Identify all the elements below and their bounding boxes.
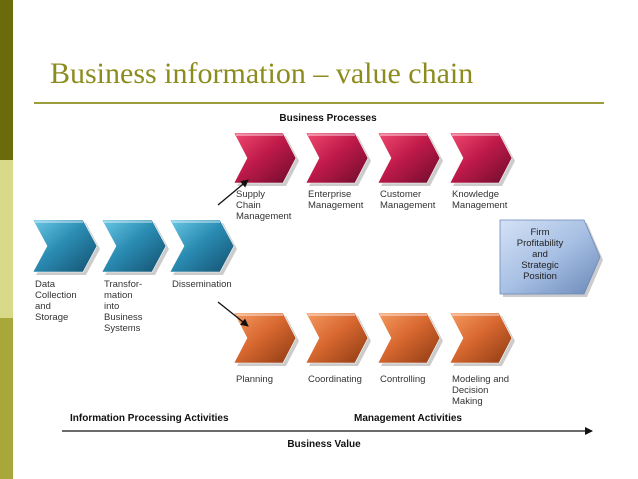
management-activity-chevron [233, 312, 299, 366]
processing-step-chevron [169, 219, 237, 275]
title-underline [34, 102, 604, 104]
management-activity-label: Coordinating [308, 374, 362, 385]
business-value-label: Business Value [287, 439, 361, 450]
processing-step-label: Dissemination [172, 279, 232, 290]
management-activity-chevron [449, 312, 515, 366]
business-process-chevron [305, 132, 371, 186]
management-activities-label: Management Activities [354, 413, 462, 424]
management-activity-label: Planning [236, 374, 273, 385]
management-activity-chevron [377, 312, 443, 366]
management-activity-label: Controlling [380, 374, 425, 385]
sidebar-block-bottom [0, 318, 13, 479]
business-processes-header: Business Processes [279, 113, 377, 124]
processing-step-chevron [32, 219, 100, 275]
firm-profitability-box [499, 219, 603, 297]
business-process-chevron [377, 132, 443, 186]
arrow-to-management-activities [217, 301, 249, 327]
sidebar-block-top [0, 0, 13, 160]
business-process-chevron [233, 132, 299, 186]
business-process-chevron [449, 132, 515, 186]
processing-step-chevron [101, 219, 169, 275]
management-activity-chevron [305, 312, 371, 366]
information-processing-label: Information Processing Activities [70, 413, 229, 424]
arrow-to-business-processes [217, 179, 249, 206]
sidebar-block-middle [0, 160, 13, 318]
slide-title: Business information – value chain [50, 57, 474, 90]
